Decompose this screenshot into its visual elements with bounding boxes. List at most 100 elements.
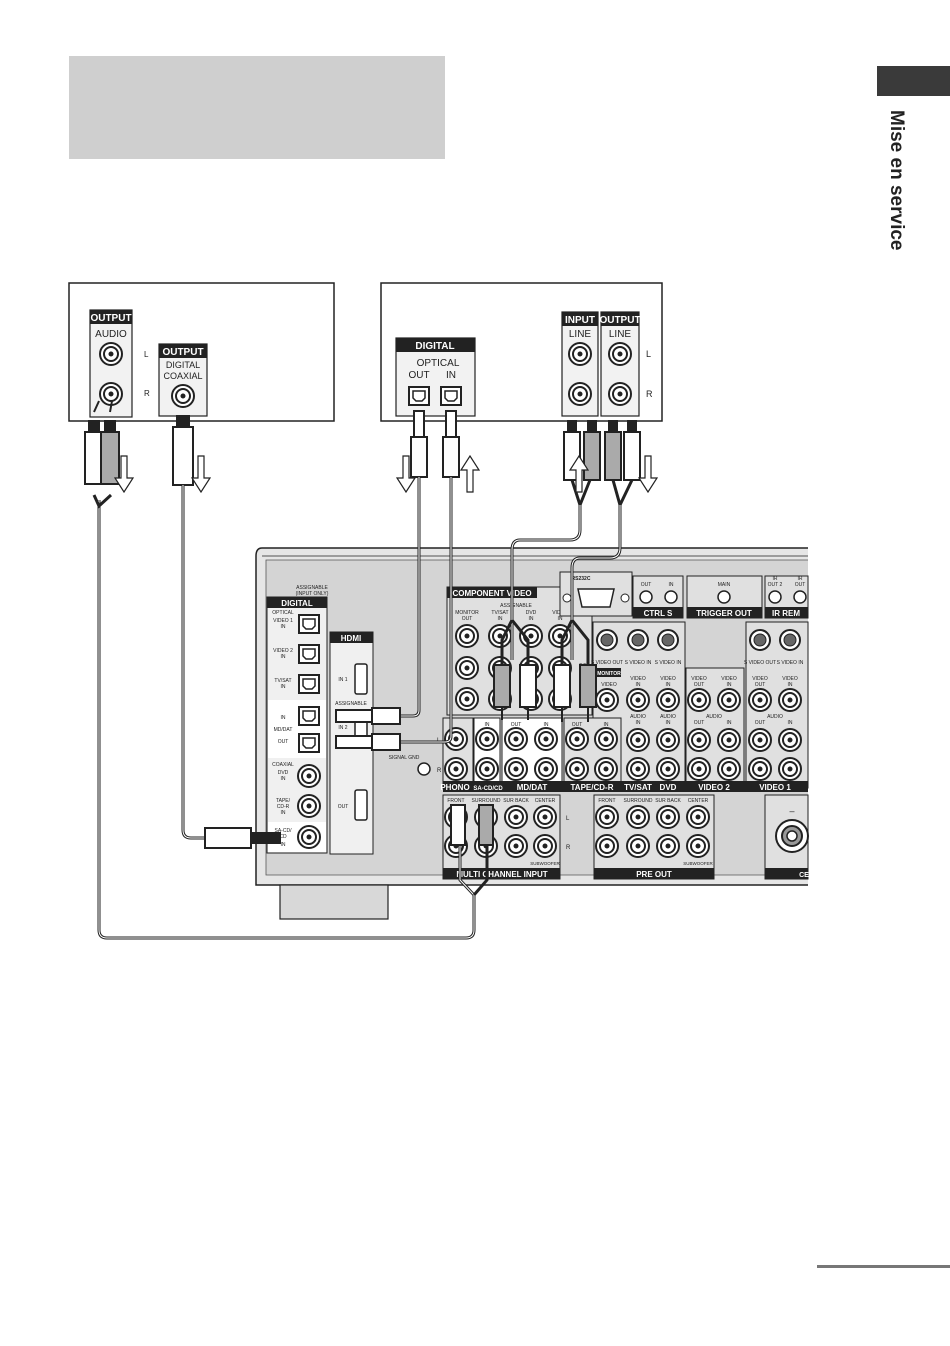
line-out-l-jack[interactable] [608, 342, 632, 366]
rx-multich-jack[interactable] [533, 834, 557, 858]
rx-mddat-jack[interactable] [504, 757, 528, 781]
rx-audio-jack[interactable] [656, 757, 680, 781]
plug-tape-r [579, 664, 597, 708]
rx-phono-jack[interactable] [444, 727, 468, 751]
rx-tapecdr-jack[interactable] [594, 757, 618, 781]
rx-video-jack[interactable] [595, 688, 619, 712]
rx-tapecdr-jack[interactable] [565, 757, 589, 781]
receiver-foot [279, 884, 389, 920]
rx-audio-jack[interactable] [687, 757, 711, 781]
rx-opt-video1-port[interactable] [298, 614, 320, 634]
rx-video-jack[interactable] [687, 688, 711, 712]
rx-video-jack[interactable] [656, 688, 680, 712]
rx-multich-jack[interactable] [504, 834, 528, 858]
rx-audio-jack[interactable] [656, 728, 680, 752]
arrow-up-icon [568, 454, 590, 493]
line-out-r-jack[interactable] [608, 382, 632, 406]
rx-comp-monitor: MONITOR [455, 610, 479, 616]
rx-comp-jack[interactable] [455, 624, 479, 648]
rx-l-label: L [566, 816, 570, 822]
plug-optical-out-rx [371, 733, 401, 751]
rx-mddat-jack[interactable] [534, 727, 558, 751]
rx-signal-gnd: SIGNAL GND [389, 755, 420, 761]
rx-md-in-port[interactable] [298, 706, 320, 726]
rx-audio-jack[interactable] [626, 757, 650, 781]
rx-mddat-jack[interactable] [504, 727, 528, 751]
optical-label: OPTICAL [417, 358, 460, 369]
rx-audio-jack[interactable] [717, 757, 741, 781]
rx-preout-jack[interactable] [595, 834, 619, 858]
rx-tapecdr-jack[interactable] [565, 727, 589, 751]
rx-svideo-jack[interactable] [779, 629, 801, 651]
rx-opt-tvsat-port[interactable] [298, 674, 320, 694]
rx-tapecdr-jack[interactable] [594, 727, 618, 751]
rx-rs232c-label: RS232C [572, 576, 591, 582]
rx-hdmi-out-port[interactable] [354, 789, 368, 821]
rx-svideo-jack[interactable] [657, 629, 679, 651]
rx-preout-jack[interactable] [626, 805, 650, 829]
rx-preout-jack[interactable] [626, 834, 650, 858]
rx-multich-jack[interactable] [533, 805, 557, 829]
rx-coaxial-label: COAXIAL [272, 762, 294, 768]
rx-preout-jack[interactable] [686, 805, 710, 829]
rx-comp-jack[interactable] [455, 687, 479, 711]
rx-comp-tvsat-in: IN [498, 616, 503, 622]
rx-ir-jack[interactable] [793, 590, 807, 604]
rx-opt-video2-port[interactable] [298, 644, 320, 664]
rx-hdmi-header-bg [330, 632, 373, 643]
rx-md-out-port[interactable] [298, 733, 320, 753]
rx-ctrls-in-jack[interactable] [664, 590, 678, 604]
rx-in-label: IN [485, 722, 490, 728]
rx-audio-jack[interactable] [778, 728, 802, 752]
rx-rs232c-port[interactable] [577, 588, 615, 608]
rx-preout-jack[interactable] [656, 805, 680, 829]
rx-video-jack[interactable] [717, 688, 741, 712]
rx-in-label: IN [727, 682, 732, 688]
rx-coax-sacd-jack[interactable] [297, 825, 321, 849]
rx-video-jack[interactable] [748, 688, 772, 712]
rx-video-jack[interactable] [778, 688, 802, 712]
rx-phono-jack[interactable] [444, 757, 468, 781]
rx-coax-dvd-jack[interactable] [297, 764, 321, 788]
rx-mddat-jack[interactable] [534, 757, 558, 781]
rx-out-label: OUT [572, 722, 583, 728]
line-in-r-jack[interactable] [568, 382, 592, 406]
rx-preout-header: PRE OUT [636, 870, 672, 879]
cable-line-in-split [500, 619, 530, 665]
rx-hdmi-in1-port[interactable] [354, 663, 368, 695]
rx-ir-jack[interactable] [768, 590, 782, 604]
rx-opt-video1-in: IN [281, 624, 286, 630]
rx-preout-jack[interactable] [686, 834, 710, 858]
line-in-l-jack[interactable] [568, 342, 592, 366]
optical-in-port[interactable] [440, 386, 462, 406]
coaxial-out-jack[interactable] [171, 384, 195, 408]
rx-svideo-jack[interactable] [596, 629, 618, 651]
rx-preout-jack[interactable] [656, 834, 680, 858]
rx-preout-jack[interactable] [595, 805, 619, 829]
rx-audio-jack[interactable] [687, 728, 711, 752]
rx-audio-jack[interactable] [748, 757, 772, 781]
rx-coax-dvd: DVD [278, 770, 289, 776]
rx-audio-jack[interactable] [717, 728, 741, 752]
plug-mddat-r [519, 664, 537, 708]
rx-video2-label: VIDEO 2 [698, 783, 730, 792]
audio-out-l-jack[interactable] [99, 342, 123, 366]
rx-comp-jack[interactable] [455, 656, 479, 680]
rx-in-label: IN [636, 682, 641, 688]
optical-out-port[interactable] [408, 386, 430, 406]
rx-svideo-jack[interactable] [749, 629, 771, 651]
rx-ctrls-out-jack[interactable] [639, 590, 653, 604]
rx-video-jack[interactable] [626, 688, 650, 712]
rx-sacd-jack[interactable] [475, 727, 499, 751]
rx-audio-jack[interactable] [626, 728, 650, 752]
rx-audio-jack[interactable] [748, 728, 772, 752]
plug-optical-out-rx-body [335, 735, 373, 749]
rx-trigger-jack[interactable] [717, 590, 731, 604]
section-tab-marker [877, 66, 950, 96]
rx-multich-jack[interactable] [504, 805, 528, 829]
rx-signal-gnd-terminal[interactable] [417, 762, 431, 776]
rx-coax-tape-jack[interactable] [297, 794, 321, 818]
rx-audio-jack[interactable] [778, 757, 802, 781]
rx-svideo-jack[interactable] [627, 629, 649, 651]
rx-sacd-jack[interactable] [475, 757, 499, 781]
